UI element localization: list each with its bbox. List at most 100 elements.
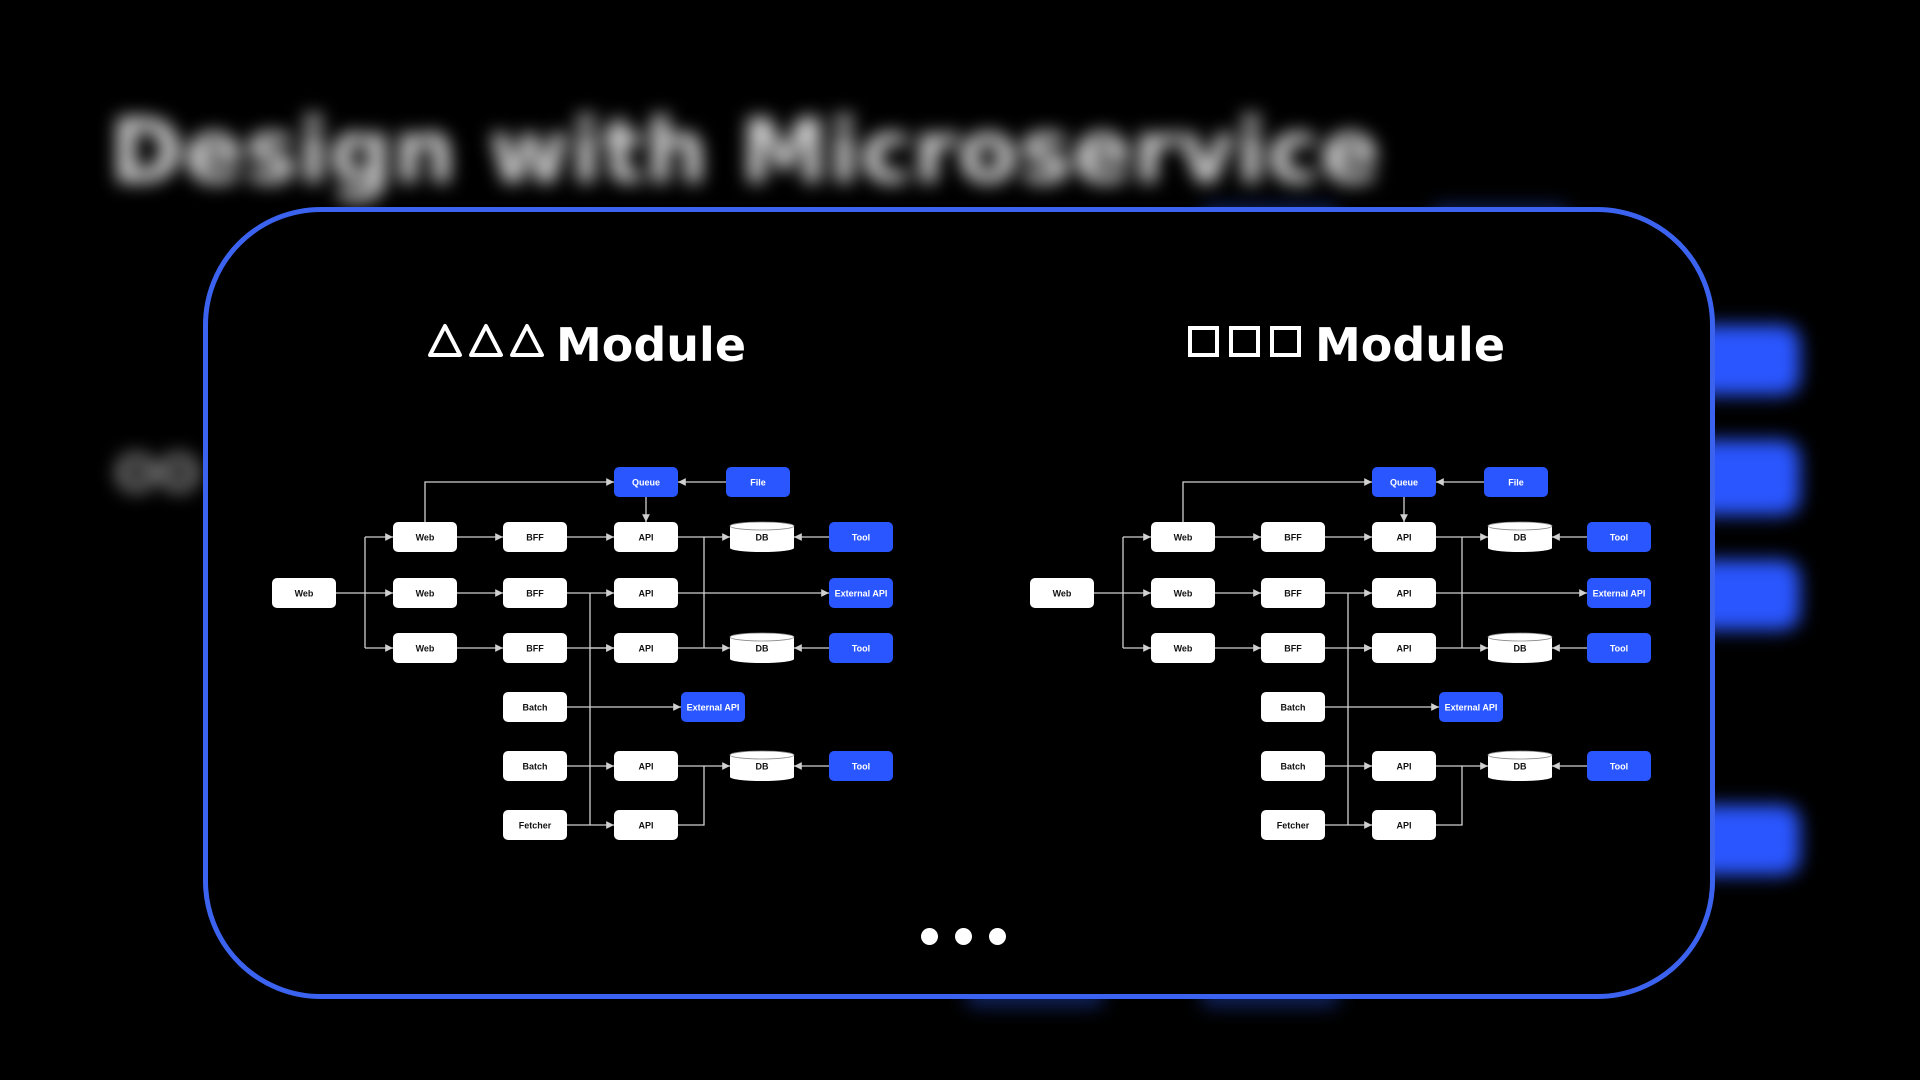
diagram-node-api5: API: [614, 810, 678, 840]
architecture-diagram-triangle: WebWebWebWebBFFBFFBFFBatchBatchFetcherQu…: [272, 467, 893, 840]
diagram-node-label: API: [1396, 762, 1411, 772]
diagram-node-tool3: Tool: [829, 751, 893, 781]
diagram-node-label: Tool: [852, 762, 870, 772]
diagram-node-label: External API: [1593, 589, 1646, 599]
diagram-node-label: DB: [756, 644, 769, 654]
diagram-node-label: Queue: [1390, 478, 1418, 488]
diagram-node-label: Web: [1174, 589, 1193, 599]
diagram-node-tool2: Tool: [829, 633, 893, 663]
diagram-node-label: API: [1396, 644, 1411, 654]
diagram-node-ext2: External API: [681, 692, 745, 722]
pager-dot[interactable]: [955, 928, 972, 945]
diagram-node-api3: API: [614, 633, 678, 663]
diagram-node-bff2: BFF: [1261, 578, 1325, 608]
diagram-node-label: API: [638, 821, 653, 831]
diagram-node-web0: Web: [272, 578, 336, 608]
diagram-node-label: Tool: [1610, 644, 1628, 654]
diagram-node-queue: Queue: [1372, 467, 1436, 497]
diagram-node-ext1: External API: [829, 578, 893, 608]
diagram-node-file: File: [1484, 467, 1548, 497]
diagram-node-fetcher: Fetcher: [1261, 810, 1325, 840]
diagram-node-label: API: [1396, 821, 1411, 831]
diagram-node-tool1: Tool: [829, 522, 893, 552]
diagram-node-web2: Web: [393, 578, 457, 608]
diagram-node-label: DB: [1514, 533, 1527, 543]
diagram-node-label: Tool: [852, 533, 870, 543]
diagram-node-label: BFF: [526, 589, 544, 599]
diagram-node-label: API: [638, 644, 653, 654]
diagram-node-file: File: [726, 467, 790, 497]
diagram-node-fetcher: Fetcher: [503, 810, 567, 840]
diagram-node-web3: Web: [1151, 633, 1215, 663]
diagram-node-batch1: Batch: [503, 692, 567, 722]
diagram-node-label: External API: [835, 589, 888, 599]
diagram-node-label: API: [638, 762, 653, 772]
diagram-node-api5: API: [1372, 810, 1436, 840]
diagram-node-web0: Web: [1030, 578, 1094, 608]
diagram-node-db1: DB: [1487, 521, 1553, 552]
background-title: Design with Microservice: [110, 100, 1381, 203]
diagram-node-label: Batch: [522, 762, 547, 772]
pager-dot[interactable]: [921, 928, 938, 945]
diagram-node-api4: API: [614, 751, 678, 781]
diagram-node-tool2: Tool: [1587, 633, 1651, 663]
diagram-node-label: API: [1396, 533, 1411, 543]
diagram-node-label: API: [638, 533, 653, 543]
diagram-node-label: Batch: [1280, 762, 1305, 772]
diagram-node-ext2: External API: [1439, 692, 1503, 722]
diagram-node-db2: DB: [729, 632, 795, 663]
diagram-node-label: Tool: [1610, 533, 1628, 543]
diagram-node-label: DB: [1514, 762, 1527, 772]
diagram-node-label: Tool: [1610, 762, 1628, 772]
diagram-node-label: File: [750, 478, 766, 488]
diagram-node-web3: Web: [393, 633, 457, 663]
diagram-node-label: Web: [1174, 644, 1193, 654]
diagram-node-bff3: BFF: [1261, 633, 1325, 663]
module-comparison-modal: [203, 207, 1715, 999]
diagram-node-label: Web: [416, 589, 435, 599]
diagram-node-label: BFF: [1284, 533, 1302, 543]
connector-line: [678, 766, 705, 826]
diagram-node-bff3: BFF: [503, 633, 567, 663]
pager-dot[interactable]: [989, 928, 1006, 945]
diagram-node-label: API: [638, 589, 653, 599]
diagram-node-label: Web: [295, 589, 314, 599]
diagram-node-web2: Web: [1151, 578, 1215, 608]
diagram-node-api4: API: [1372, 751, 1436, 781]
diagram-node-label: DB: [756, 533, 769, 543]
diagram-node-ext1: External API: [1587, 578, 1651, 608]
diagram-node-web1: Web: [1151, 522, 1215, 552]
module-label: Module: [1315, 318, 1506, 372]
architecture-diagram-square: WebWebWebWebBFFBFFBFFBatchBatchFetcherQu…: [1030, 467, 1651, 840]
diagram-node-label: BFF: [1284, 589, 1302, 599]
diagram-node-bff1: BFF: [1261, 522, 1325, 552]
diagram-node-label: External API: [1445, 703, 1498, 713]
diagram-node-label: BFF: [1284, 644, 1302, 654]
diagram-node-batch1: Batch: [1261, 692, 1325, 722]
diagram-node-tool3: Tool: [1587, 751, 1651, 781]
diagram-node-queue: Queue: [614, 467, 678, 497]
diagram-node-db2: DB: [1487, 632, 1553, 663]
diagram-node-api2: API: [614, 578, 678, 608]
diagram-node-label: Web: [1174, 533, 1193, 543]
square-icons: [1187, 318, 1305, 372]
background-fragment: OO: [115, 445, 201, 503]
diagram-node-label: API: [1396, 589, 1411, 599]
diagram-node-label: BFF: [526, 533, 544, 543]
module-label: Module: [556, 318, 747, 372]
diagram-node-label: Web: [1053, 589, 1072, 599]
diagram-node-api1: API: [1372, 522, 1436, 552]
diagram-node-label: BFF: [526, 644, 544, 654]
connector-line: [424, 478, 614, 522]
triangle-icons: [428, 318, 546, 372]
diagram-node-api1: API: [614, 522, 678, 552]
diagram-node-label: External API: [687, 703, 740, 713]
diagram-node-label: Web: [416, 533, 435, 543]
diagram-node-web1: Web: [393, 522, 457, 552]
diagram-node-db1: DB: [729, 521, 795, 552]
diagram-node-label: Fetcher: [519, 821, 552, 831]
module-title-square: Module: [1187, 318, 1505, 372]
diagram-node-db3: DB: [1487, 750, 1553, 781]
diagram-node-bff1: BFF: [503, 522, 567, 552]
diagram-node-bff2: BFF: [503, 578, 567, 608]
